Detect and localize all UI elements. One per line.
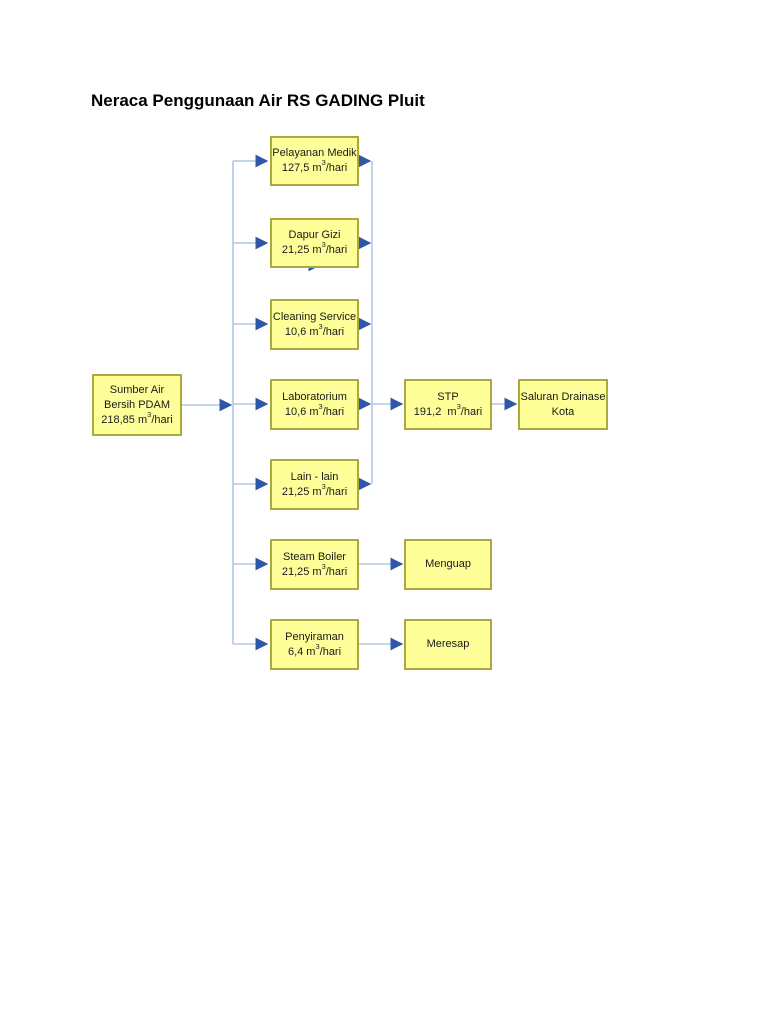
node-label: Pelayanan Medik [272,147,357,159]
node-pelayanan-medik: Pelayanan Medik 127,5 m3/hari [270,136,359,186]
node-label: Dapur Gizi [288,229,341,241]
node-label: Steam Boiler [283,550,346,563]
node-label: Saluran Drainase [520,390,606,403]
node-label: Meresap [426,638,470,650]
node-penyiraman: Penyiraman 6,4 m3/hari [270,619,359,670]
node-label: STP [437,390,459,403]
node-label: Laboratorium [282,390,347,403]
node-value: 21,25 m3/hari [281,240,348,256]
node-label: Sumber Air [109,383,165,396]
node-sumber-air-bersih-pdam: Sumber Air Bersih PDAM 218,85 m3/hari [92,374,182,436]
page-title: Neraca Penggunaan Air RS GADING Pluit [91,91,425,110]
node-menguap: Menguap [404,539,492,590]
node-laboratorium: Laboratorium 10,6 m3/hari [270,379,359,430]
node-steam-boiler: Steam Boiler 21,25 m3/hari [270,539,359,590]
node-label: Menguap [425,558,471,570]
node-value: 6,4 m3/hari [287,641,342,658]
node-value: 191,2 m3/hari [413,401,483,418]
node-value: 21,25 m3/hari [281,481,348,498]
node-cleaning-service: Cleaning Service 10,6 m3/hari [270,299,359,350]
node-stp: STP 191,2 m3/hari [404,379,492,430]
node-value: 127,5 m3/hari [281,158,348,174]
node-label: Cleaning Service [272,310,357,323]
node-saluran-drainase-kota: Saluran Drainase Kota [518,379,608,430]
node-dapur-gizi: Dapur Gizi 21,25 m3/hari [270,218,359,268]
node-label: Lain - lain [290,470,339,483]
node-label: Bersih PDAM [103,398,171,411]
node-value: 10,6 m3/hari [284,401,345,418]
node-value: 10,6 m3/hari [284,321,345,338]
node-label: Penyiraman [285,630,344,643]
node-value: 21,25 m3/hari [281,561,348,578]
node-lain-lain: Lain - lain 21,25 m3/hari [270,459,359,510]
node-value: 218,85 m3/hari [101,409,173,426]
node-meresap: Meresap [404,619,492,670]
node-label: Kota [551,405,575,418]
